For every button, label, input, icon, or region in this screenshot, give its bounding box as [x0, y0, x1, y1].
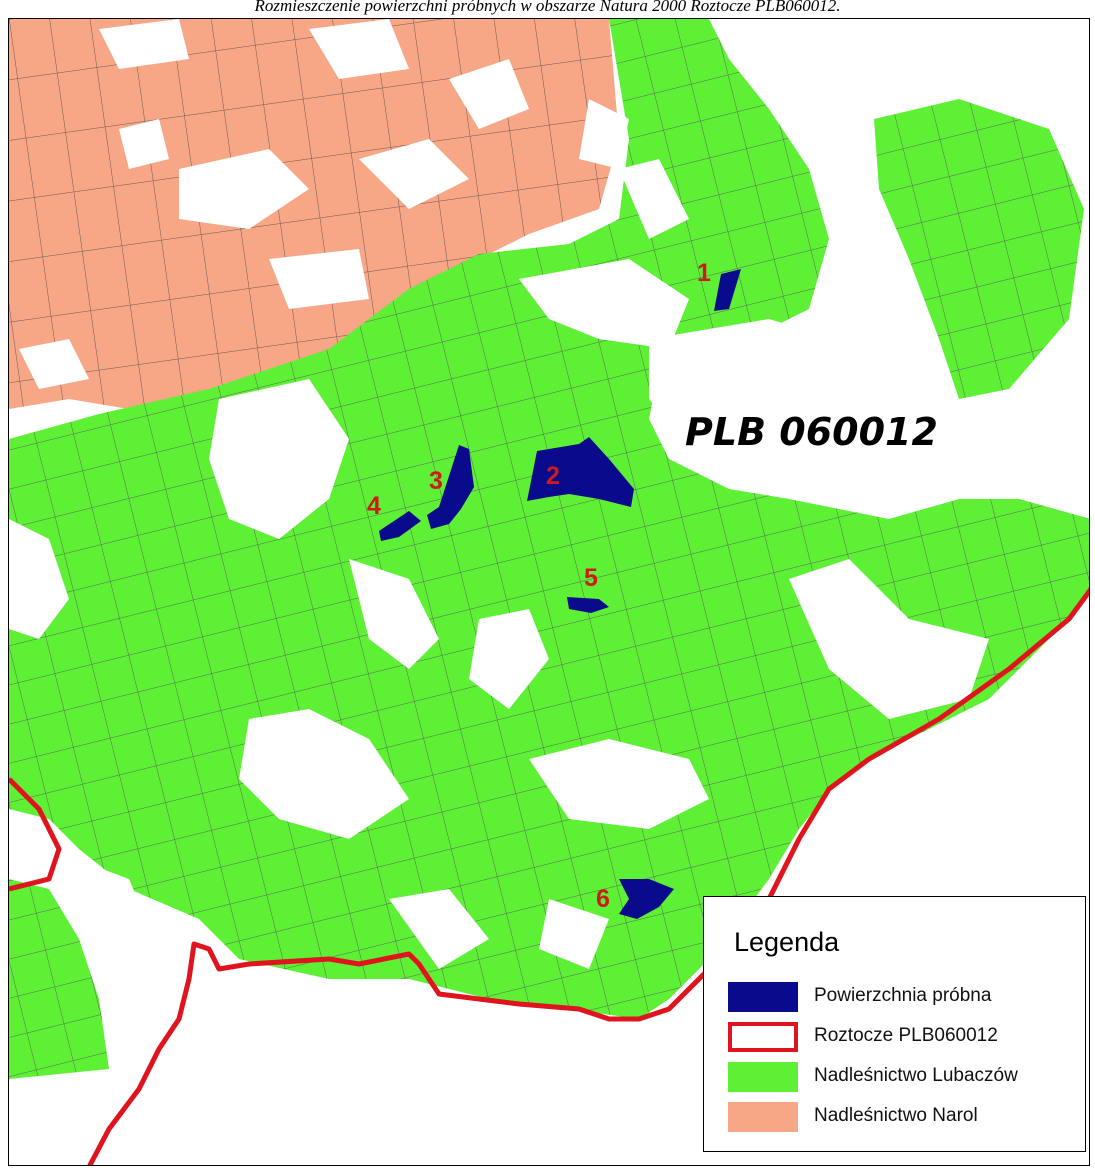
clearings	[9, 99, 989, 979]
area-label: PLB 060012	[685, 410, 938, 454]
legend-swatch-sample-plot	[728, 982, 798, 1012]
plot-1-label: 1	[697, 259, 711, 287]
plot-5-shape	[567, 597, 609, 613]
plot-2-shape	[527, 437, 634, 507]
narol-clearings	[19, 19, 529, 389]
legend-label-roztocze: Roztocze PLB060012	[814, 1025, 998, 1046]
legend-item-narol: Nadleśnictwo Narol	[728, 1102, 1078, 1136]
plot-numbers: 1 2 3 4 5 6	[367, 259, 711, 913]
narol-forest	[9, 19, 619, 409]
plot-2-label: 2	[546, 462, 560, 490]
plot-5-label: 5	[584, 564, 598, 592]
map-caption: Rozmieszczenie powierzchni próbnych w ob…	[254, 0, 841, 15]
plot-3-shape	[427, 445, 474, 529]
plot-6-shape	[619, 879, 674, 919]
legend-title: Legenda	[734, 927, 840, 957]
legend-label-narol: Nadleśnictwo Narol	[814, 1105, 978, 1126]
legend-label-sample-plot: Powierzchnia próbna	[814, 985, 992, 1006]
plot-6-label: 6	[596, 885, 610, 913]
map-legend: Legenda Powierzchnia próbna Roztocze PLB…	[703, 896, 1086, 1152]
legend-swatch-lubaczow	[728, 1062, 798, 1092]
plot-4-shape	[379, 511, 421, 541]
legend-item-sample-plot: Powierzchnia próbna	[728, 982, 1078, 1016]
plot-4-label: 4	[367, 492, 381, 520]
legend-swatch-narol	[728, 1102, 798, 1132]
legend-swatch-roztocze	[728, 1022, 798, 1052]
map-svg: PLB 060012 1 2 3 4 5 6	[9, 19, 1089, 1165]
sample-plots	[379, 269, 741, 919]
plot-3-label: 3	[429, 467, 443, 495]
plot-1-shape	[714, 269, 741, 311]
legend-item-lubaczow: Nadleśnictwo Lubaczów	[728, 1062, 1078, 1096]
map-canvas[interactable]: PLB 060012 1 2 3 4 5 6	[8, 18, 1090, 1166]
legend-label-lubaczow: Nadleśnictwo Lubaczów	[814, 1065, 1018, 1086]
roztocze-boundary	[9, 587, 1089, 1165]
legend-item-roztocze: Roztocze PLB060012	[728, 1022, 1078, 1056]
